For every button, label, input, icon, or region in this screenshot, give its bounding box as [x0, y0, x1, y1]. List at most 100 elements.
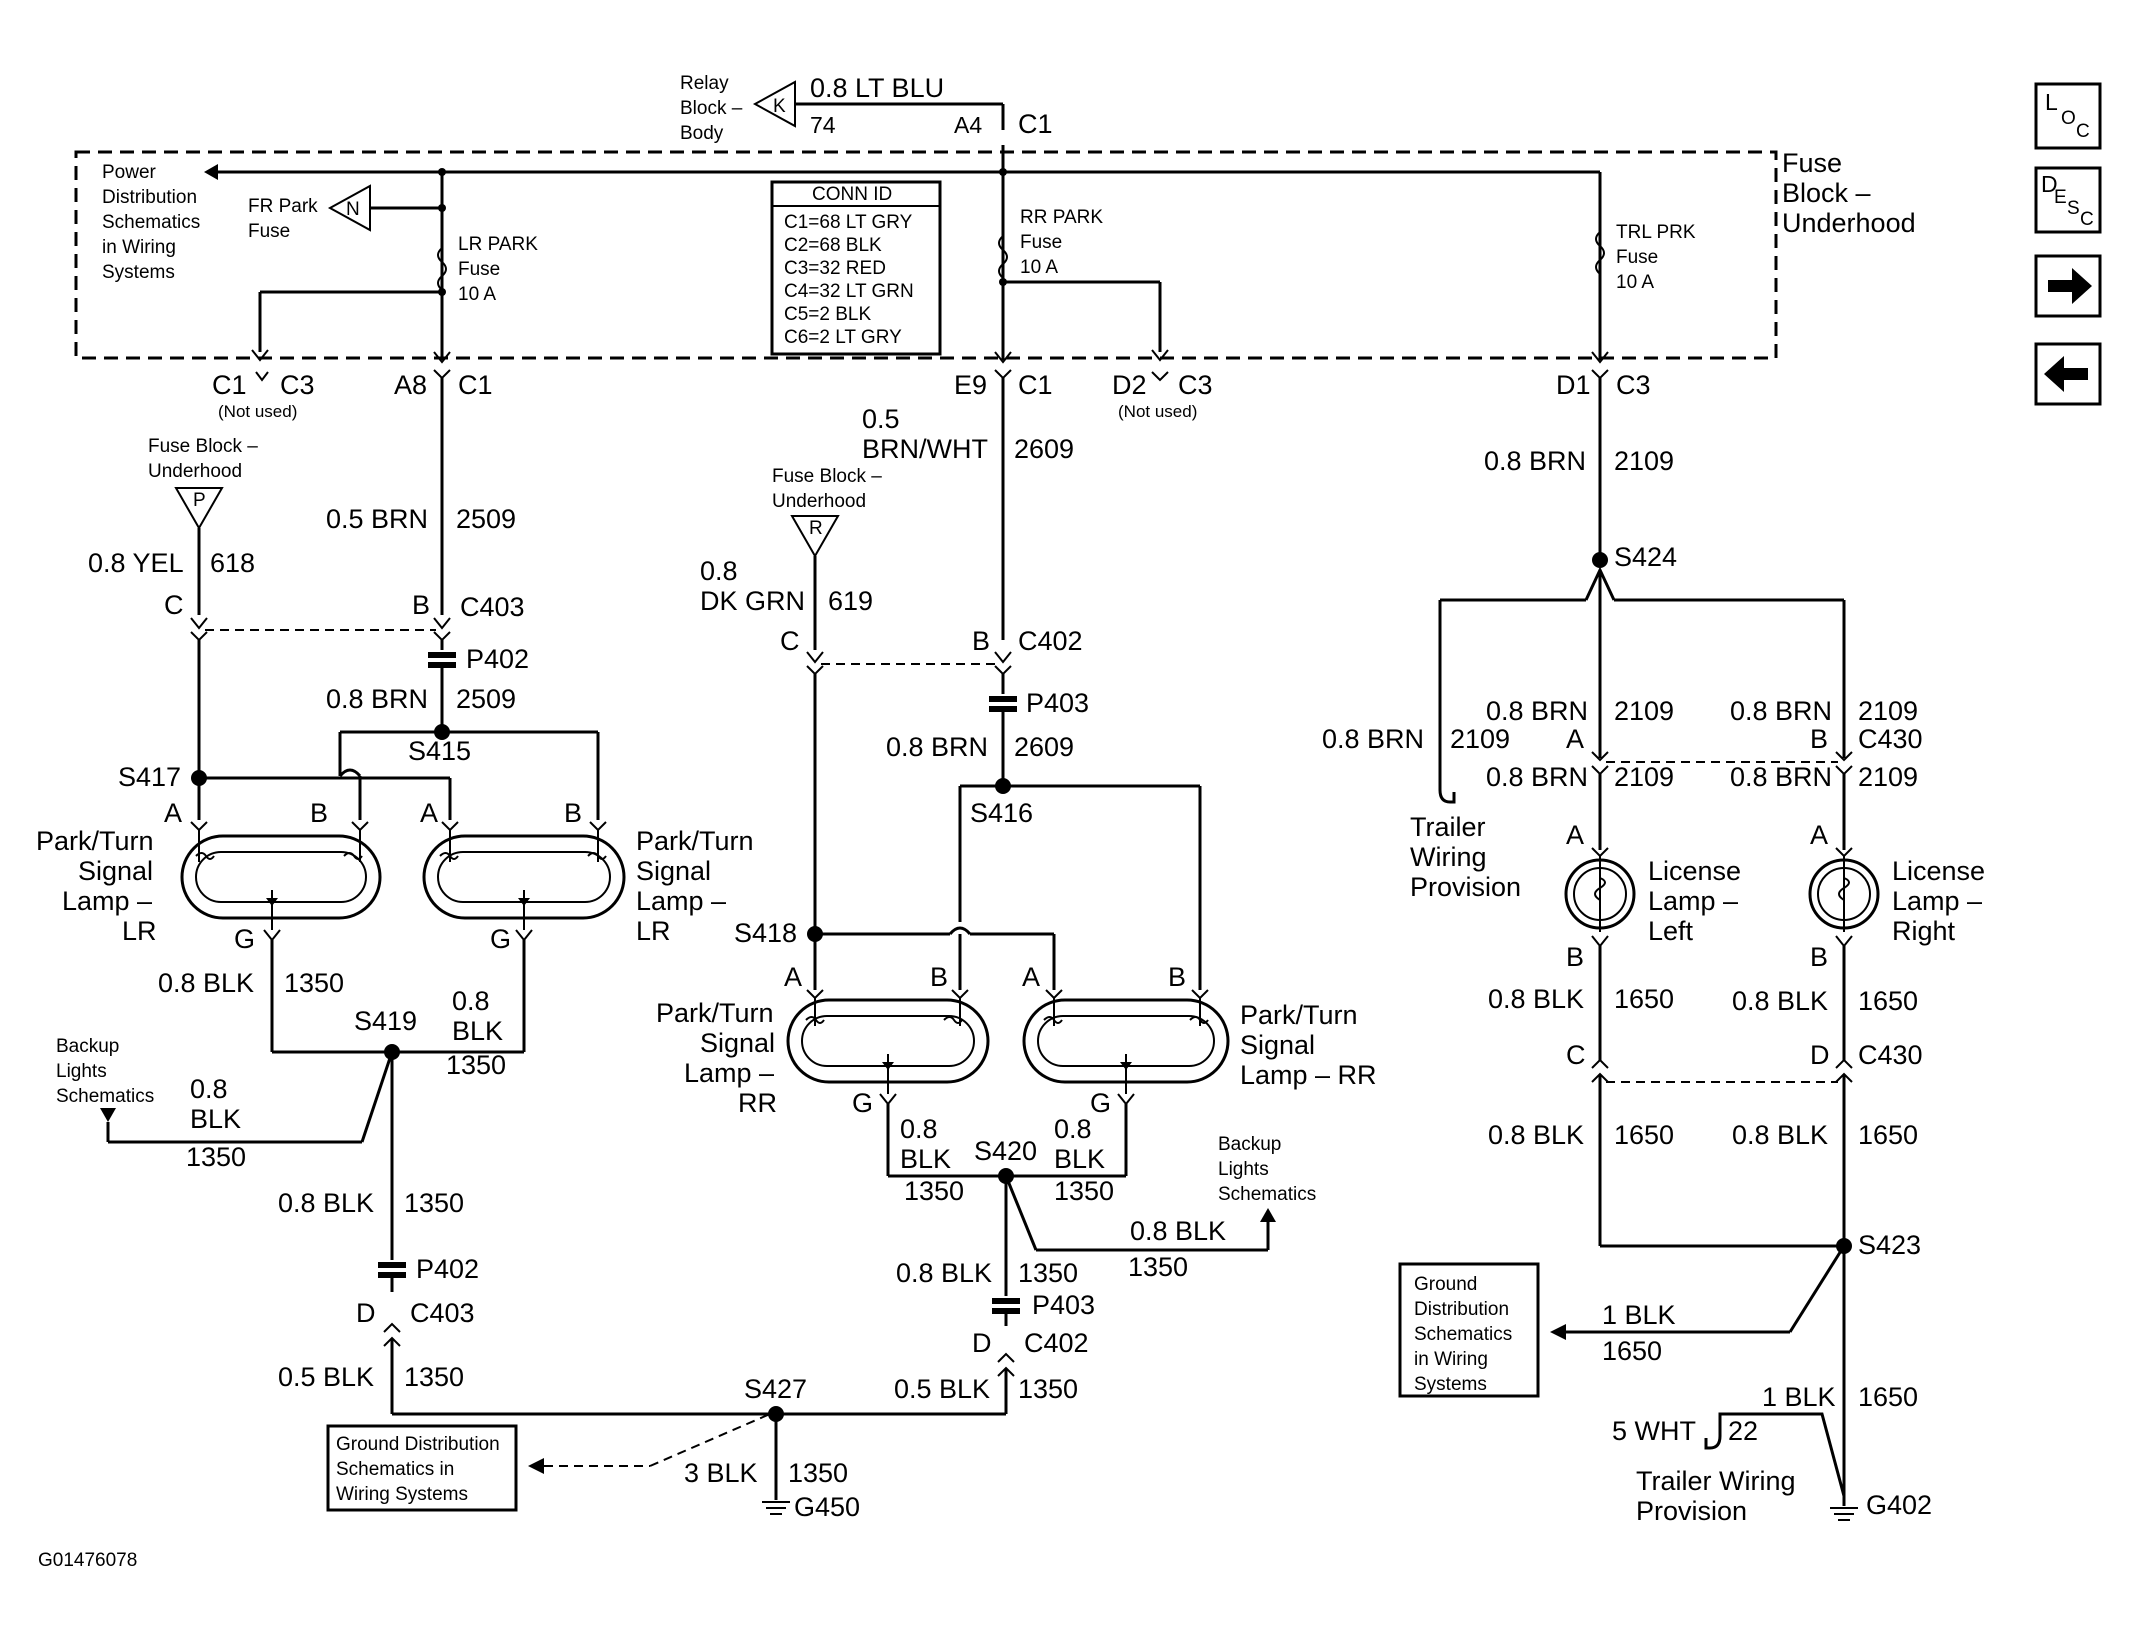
svg-text:B: B: [1566, 942, 1584, 972]
svg-text:74: 74: [810, 112, 836, 138]
svg-text:(Not used): (Not used): [218, 402, 297, 421]
svg-text:Park/Turn: Park/Turn: [656, 998, 774, 1028]
svg-text:Ground: Ground: [1414, 1274, 1477, 1295]
svg-text:5 WHT: 5 WHT: [1612, 1416, 1696, 1446]
svg-text:G: G: [852, 1088, 873, 1118]
fuse-block-outputs: C1 C3 (Not used) A8 C1 E9 C1 D2 C3 (Not …: [212, 349, 1651, 421]
svg-text:BLK: BLK: [900, 1144, 951, 1174]
svg-text:0.5 BLK: 0.5 BLK: [894, 1374, 990, 1404]
svg-text:1350: 1350: [1018, 1258, 1078, 1288]
svg-text:C1=68 LT GRY: C1=68 LT GRY: [784, 212, 913, 233]
svg-text:C: C: [2080, 209, 2094, 230]
svg-text:C: C: [1566, 1040, 1586, 1070]
svg-text:Fuse: Fuse: [458, 259, 500, 280]
svg-text:0.8 BLK: 0.8 BLK: [896, 1258, 992, 1288]
svg-text:1350: 1350: [446, 1050, 506, 1080]
svg-text:C3: C3: [1178, 370, 1213, 400]
svg-text:0.8 BLK: 0.8 BLK: [1488, 1120, 1584, 1150]
next-page-button[interactable]: [2034, 254, 2102, 318]
svg-text:A: A: [164, 798, 182, 828]
svg-text:Lamp –: Lamp –: [636, 886, 726, 916]
license-trailer-circuit: 0.8 BRN 2109 S424 0.8 BRN 2109 0.8 BRN 2…: [1322, 378, 1985, 1526]
svg-text:Signal: Signal: [78, 856, 153, 886]
svg-text:Lamp –: Lamp –: [62, 886, 152, 916]
svg-text:10 A: 10 A: [458, 284, 496, 305]
svg-text:2109: 2109: [1614, 762, 1674, 792]
svg-text:A: A: [420, 798, 438, 828]
svg-text:G402: G402: [1866, 1490, 1932, 1520]
svg-text:C3=32 RED: C3=32 RED: [784, 258, 886, 279]
svg-text:0.5: 0.5: [862, 404, 900, 434]
svg-text:Systems: Systems: [102, 262, 175, 283]
svg-text:E9: E9: [954, 370, 987, 400]
svg-text:Wiring: Wiring: [1410, 842, 1487, 872]
svg-text:RR: RR: [738, 1088, 777, 1118]
svg-text:2109: 2109: [1614, 696, 1674, 726]
svg-text:A: A: [1022, 962, 1040, 992]
svg-text:A8: A8: [394, 370, 427, 400]
svg-text:2609: 2609: [1014, 732, 1074, 762]
svg-text:1650: 1650: [1614, 1120, 1674, 1150]
svg-text:Fuse: Fuse: [1020, 232, 1062, 253]
svg-text:Underhood: Underhood: [148, 461, 242, 482]
svg-text:Fuse: Fuse: [1616, 247, 1658, 268]
svg-text:BRN/WHT: BRN/WHT: [862, 434, 988, 464]
svg-text:0.8 BLK: 0.8 BLK: [1732, 1120, 1828, 1150]
svg-text:Signal: Signal: [700, 1028, 775, 1058]
loc-button[interactable]: L O C: [2034, 82, 2102, 150]
svg-text:D: D: [2041, 171, 2058, 197]
previous-page-button[interactable]: [2034, 342, 2102, 406]
svg-text:1350: 1350: [1128, 1252, 1188, 1282]
svg-text:0.8 BRN: 0.8 BRN: [1486, 696, 1588, 726]
figure-id: G01476078: [38, 1550, 137, 1571]
svg-text:C: C: [164, 590, 184, 620]
svg-text:0.8 BRN: 0.8 BRN: [886, 732, 988, 762]
svg-text:D: D: [1810, 1040, 1830, 1070]
desc-button[interactable]: D E S C: [2034, 166, 2102, 234]
svg-text:Backup: Backup: [56, 1036, 119, 1057]
svg-text:Trailer: Trailer: [1410, 812, 1486, 842]
svg-text:License: License: [1892, 856, 1985, 886]
svg-text:O: O: [2061, 108, 2076, 129]
svg-text:S419: S419: [354, 1006, 417, 1036]
svg-text:S427: S427: [744, 1374, 807, 1404]
rr-park-turn-circuit: 0.5 BRN/WHT 2609 Fuse Block – Underhood …: [656, 378, 1377, 1416]
svg-text:G450: G450: [794, 1492, 860, 1522]
arrow-right-icon: [2048, 268, 2092, 304]
svg-text:0.5 BRN: 0.5 BRN: [326, 504, 428, 534]
svg-text:Schematics: Schematics: [56, 1086, 154, 1107]
svg-text:0.8 BRN: 0.8 BRN: [1486, 762, 1588, 792]
svg-text:B: B: [564, 798, 582, 828]
svg-text:Distribution: Distribution: [102, 187, 197, 208]
svg-text:Lamp – RR: Lamp – RR: [1240, 1060, 1377, 1090]
svg-text:Park/Turn: Park/Turn: [1240, 1000, 1358, 1030]
svg-text:Backup: Backup: [1218, 1134, 1281, 1155]
svg-text:P: P: [193, 490, 206, 511]
svg-text:Fuse Block –: Fuse Block –: [148, 436, 258, 457]
ground-g450: S427 3 BLK 1350 G450 Ground Distribution…: [326, 1374, 860, 1522]
svg-text:S417: S417: [118, 762, 181, 792]
svg-text:2509: 2509: [456, 684, 516, 714]
svg-text:0.8 BRN: 0.8 BRN: [1730, 696, 1832, 726]
svg-text:D: D: [356, 1298, 376, 1328]
svg-text:G: G: [234, 924, 255, 954]
svg-text:0.8 BRN: 0.8 BRN: [326, 684, 428, 714]
svg-text:1650: 1650: [1614, 984, 1674, 1014]
svg-text:Fuse Block –: Fuse Block –: [772, 466, 882, 487]
svg-text:BLK: BLK: [452, 1016, 503, 1046]
svg-text:Park/Turn: Park/Turn: [36, 826, 154, 856]
svg-text:Park/Turn: Park/Turn: [636, 826, 754, 856]
svg-text:1650: 1650: [1858, 1382, 1918, 1412]
fuse-ref-p-icon: [174, 487, 224, 531]
svg-text:BLK: BLK: [190, 1104, 241, 1134]
svg-text:Schematics: Schematics: [1414, 1324, 1512, 1345]
svg-text:D: D: [972, 1328, 992, 1358]
svg-text:0.8 BLK: 0.8 BLK: [278, 1188, 374, 1218]
svg-text:2509: 2509: [456, 504, 516, 534]
svg-text:C403: C403: [410, 1298, 475, 1328]
svg-text:DK GRN: DK GRN: [700, 586, 805, 616]
svg-text:S: S: [2067, 198, 2080, 219]
svg-text:1650: 1650: [1858, 1120, 1918, 1150]
svg-text:N: N: [346, 199, 360, 220]
svg-text:A4: A4: [954, 112, 982, 138]
